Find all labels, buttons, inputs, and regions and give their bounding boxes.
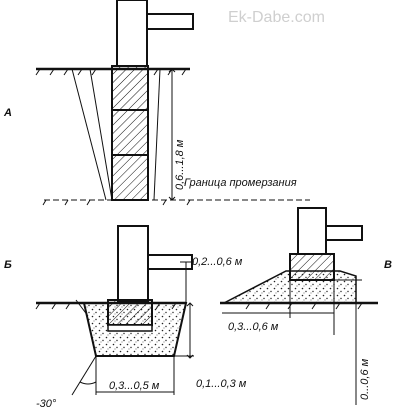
- dim-v-width-label: 0,3...0,6 м: [228, 321, 279, 333]
- beam-a: [146, 13, 194, 30]
- foundation-b-lower: [107, 324, 153, 332]
- dim-a-depth-label: 0,6...1,8 м: [174, 139, 186, 190]
- variant-b: Б 0,2...0,6 м 0,1...0,3 м 0,3...0,5 м: [4, 225, 247, 410]
- angle-line: [71, 355, 97, 396]
- watermark: Ek-Dabe.com: [228, 9, 325, 26]
- variant-b-label: Б: [4, 259, 12, 271]
- variant-a: А Граница промерзания 0,6...1,8 м: [3, 0, 310, 206]
- variant-v: В 0,3...0,6 м 0...0,6 м: [220, 207, 392, 405]
- dim-v-depth-label: 0...0,6 м: [359, 358, 371, 400]
- angle-arc: [79, 381, 97, 385]
- column-v: [297, 207, 327, 255]
- freeze-boundary-label: Граница промерзания: [184, 177, 297, 189]
- beam-v: [325, 225, 363, 241]
- foundation-a: [111, 65, 149, 201]
- pit-edge-b: [75, 299, 89, 317]
- variant-a-label: А: [3, 107, 12, 119]
- angle-label: -30°: [36, 398, 57, 410]
- column-b: [117, 225, 149, 303]
- column-a: [116, 0, 148, 67]
- dim-b-width-label: 0,3...0,5 м: [109, 380, 160, 392]
- trench-right-a: [153, 68, 161, 201]
- ground-ticks-a: [35, 68, 187, 76]
- dim-b-above-label: 0,2...0,6 м: [192, 256, 243, 268]
- dim-a-arrows: [168, 68, 176, 201]
- foundation-b-upper: [107, 299, 153, 326]
- ground-ticks-b: [35, 302, 177, 310]
- freeze-ticks: [42, 199, 191, 206]
- trench-left-a: [71, 68, 107, 201]
- variant-v-label: В: [384, 259, 392, 271]
- dim-b-below-label: 0,1...0,3 м: [196, 378, 247, 390]
- foundation-v: [289, 253, 335, 281]
- trench-left-inner-a: [89, 68, 113, 201]
